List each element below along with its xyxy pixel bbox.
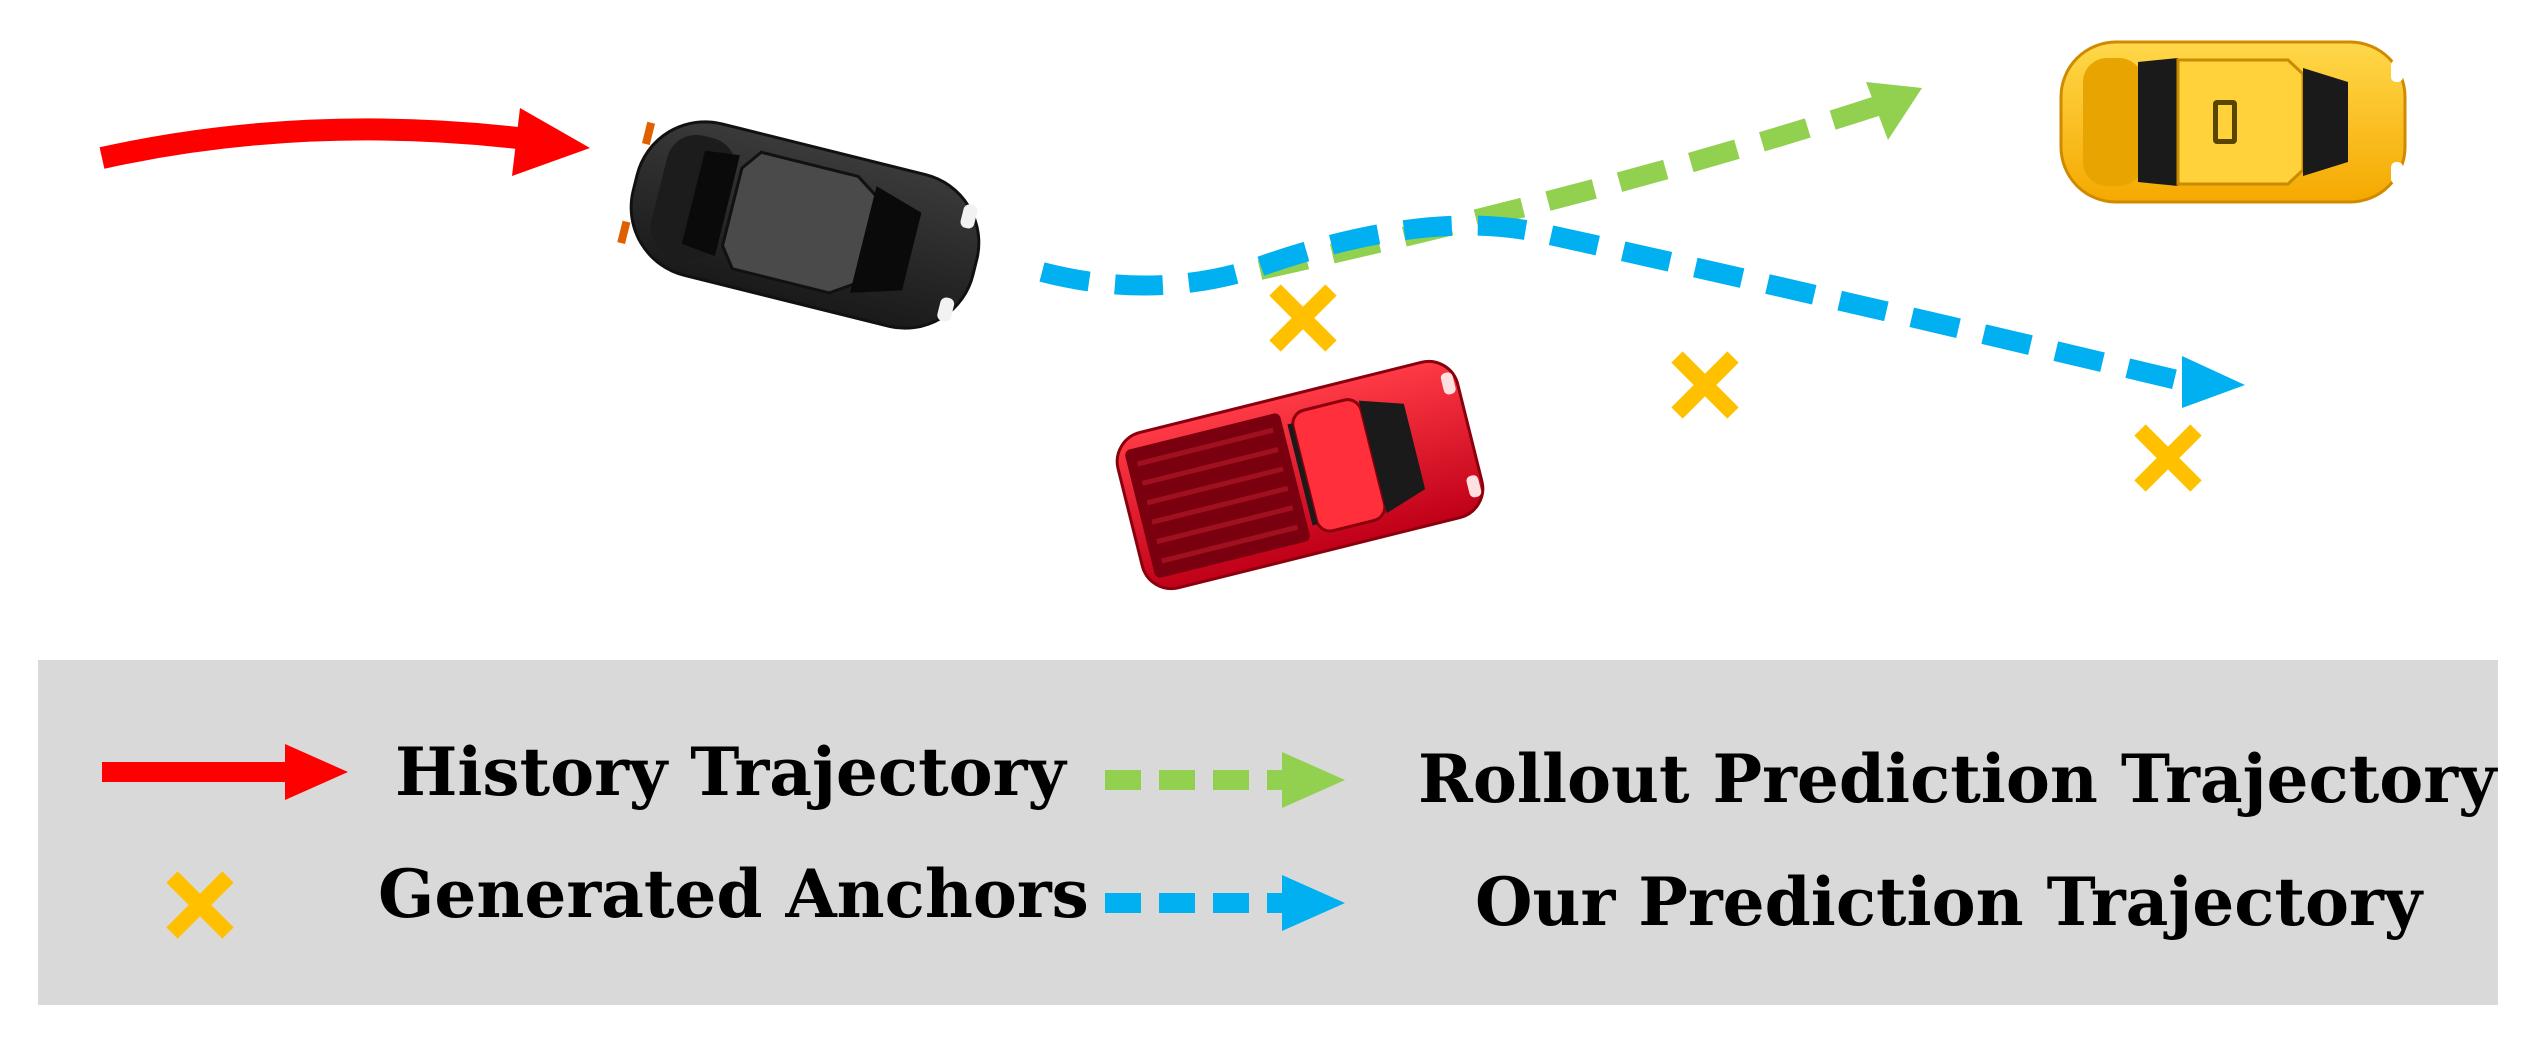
anchor-mark-icon [2134, 424, 2202, 492]
yellow-taxi-icon [2059, 40, 2407, 204]
legend-history-arrow [102, 744, 348, 800]
anchor-mark-icon [1671, 351, 1739, 419]
legend-anchors-label: Generated Anchors [378, 855, 1089, 933]
legend-history-label: History Trajectory [395, 733, 1067, 811]
legend-rollout-label: Rollout Prediction Trajectory [1418, 740, 2498, 818]
legend-ours-label: Our Prediction Trajectory [1475, 863, 2424, 941]
anchor-mark-icon [1269, 284, 1337, 352]
legend-rollout-arrow [1105, 752, 1345, 808]
history-trajectory-arrow [99, 108, 590, 176]
legend-anchor-icon [166, 871, 234, 939]
red-truck-icon [1115, 359, 1485, 591]
our-prediction-arrow [1039, 215, 2245, 408]
black-car-icon [617, 120, 981, 330]
legend: History Trajectory Rollout Prediction Tr… [38, 660, 2498, 1005]
legend-ours-arrow [1105, 875, 1345, 931]
legend-background [38, 660, 2498, 1005]
